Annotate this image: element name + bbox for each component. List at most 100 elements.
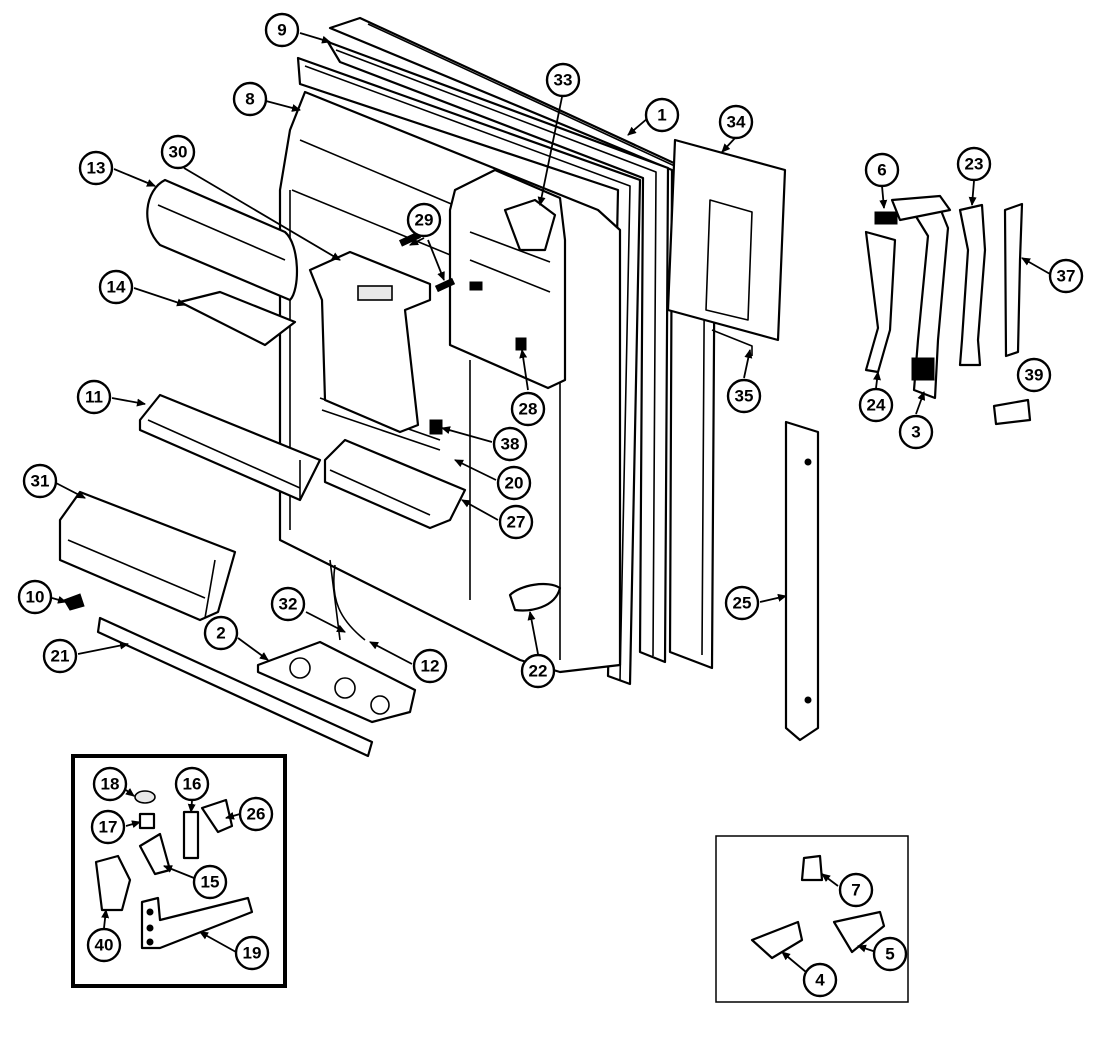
bar-19 xyxy=(140,896,254,950)
callout-37: 37 xyxy=(1048,258,1084,294)
svg-text:23: 23 xyxy=(965,155,984,174)
callout-12: 12 xyxy=(412,648,448,684)
svg-text:3: 3 xyxy=(911,423,920,442)
svg-text:22: 22 xyxy=(529,662,548,681)
svg-text:21: 21 xyxy=(51,647,70,666)
callout-6: 6 xyxy=(864,152,900,188)
svg-text:7: 7 xyxy=(851,881,860,900)
bracket-16 xyxy=(182,810,200,860)
callout-34: 34 xyxy=(718,104,754,140)
callout-13: 13 xyxy=(78,150,114,186)
trim-37 xyxy=(1003,202,1024,358)
svg-text:32: 32 xyxy=(279,595,298,614)
svg-text:33: 33 xyxy=(554,71,573,90)
wire-harness-32 xyxy=(333,564,366,641)
svg-text:15: 15 xyxy=(201,873,220,892)
callout-11: 11 xyxy=(76,379,112,415)
callout-35: 35 xyxy=(726,378,762,414)
svg-text:27: 27 xyxy=(507,513,526,532)
callout-25: 25 xyxy=(724,585,760,621)
callout-8: 8 xyxy=(232,81,268,117)
svg-text:19: 19 xyxy=(243,944,262,963)
clip-28 xyxy=(515,337,527,351)
cover-4 xyxy=(750,920,804,960)
door-gasket-9 xyxy=(326,40,670,664)
callout-31: 31 xyxy=(22,463,58,499)
inset-box-left xyxy=(71,754,287,988)
svg-text:26: 26 xyxy=(247,805,266,824)
hinge-3 xyxy=(910,206,950,400)
panel-35 xyxy=(711,329,753,356)
svg-text:16: 16 xyxy=(183,775,202,794)
dispenser-cover-30 xyxy=(308,250,432,434)
svg-text:14: 14 xyxy=(107,278,126,297)
label-39 xyxy=(992,398,1032,426)
svg-text:11: 11 xyxy=(85,388,103,407)
svg-text:28: 28 xyxy=(519,400,538,419)
callout-29: 29 xyxy=(406,202,442,238)
callout-40: 40 xyxy=(86,927,122,963)
callout-19: 19 xyxy=(234,935,270,971)
handle-25 xyxy=(784,420,820,742)
strip-23 xyxy=(958,203,987,367)
svg-text:24: 24 xyxy=(867,396,886,415)
callout-2: 2 xyxy=(203,615,239,651)
callout-3: 3 xyxy=(898,414,934,450)
svg-text:37: 37 xyxy=(1057,267,1076,286)
svg-text:8: 8 xyxy=(245,90,254,109)
svg-text:30: 30 xyxy=(169,143,188,162)
insert-18 xyxy=(134,790,156,804)
bin-20-27 xyxy=(323,438,467,530)
callout-32: 32 xyxy=(270,586,306,622)
svg-text:10: 10 xyxy=(26,588,45,607)
bracket-15 xyxy=(138,832,172,876)
svg-text:6: 6 xyxy=(877,161,886,180)
dairy-door-13 xyxy=(146,178,299,302)
callout-4: 4 xyxy=(802,962,838,998)
svg-text:38: 38 xyxy=(501,435,520,454)
callout-5: 5 xyxy=(872,936,908,972)
hinge-cover-6 xyxy=(874,194,952,225)
callout-1: 1 xyxy=(644,97,680,133)
callout-22: 22 xyxy=(520,653,556,689)
hinge-24 xyxy=(864,230,897,374)
callout-14: 14 xyxy=(98,269,134,305)
chute-part-33 xyxy=(503,198,557,252)
callout-10: 10 xyxy=(17,579,53,615)
callout-24: 24 xyxy=(858,387,894,423)
svg-text:40: 40 xyxy=(95,936,114,955)
bin-31 xyxy=(58,490,237,622)
svg-text:12: 12 xyxy=(421,657,440,676)
callout-18: 18 xyxy=(92,766,128,802)
callout-21: 21 xyxy=(42,638,78,674)
svg-text:18: 18 xyxy=(101,775,120,794)
svg-text:34: 34 xyxy=(727,113,746,132)
leader-lines xyxy=(51,32,1051,973)
callout-16: 16 xyxy=(174,766,210,802)
clip-38 xyxy=(429,419,443,435)
callout-38: 38 xyxy=(492,426,528,462)
callout-17: 17 xyxy=(90,809,126,845)
svg-text:25: 25 xyxy=(733,594,752,613)
callout-30: 30 xyxy=(160,134,196,170)
svg-text:35: 35 xyxy=(735,387,754,406)
inset-box-right xyxy=(715,835,909,1003)
mount-40 xyxy=(94,854,132,912)
callout-39: 39 xyxy=(1016,357,1052,393)
callout-28: 28 xyxy=(510,391,546,427)
svg-text:9: 9 xyxy=(277,21,286,40)
bracket-26 xyxy=(200,798,234,834)
callout-7: 7 xyxy=(838,872,874,908)
callout-20: 20 xyxy=(496,465,532,501)
svg-text:4: 4 xyxy=(815,971,825,990)
trim-21 xyxy=(96,616,374,758)
shelf-14 xyxy=(178,290,297,347)
svg-text:20: 20 xyxy=(505,474,524,493)
bin-11 xyxy=(138,393,322,502)
svg-text:1: 1 xyxy=(657,106,666,125)
callout-15: 15 xyxy=(192,864,228,900)
svg-text:13: 13 xyxy=(87,159,106,178)
svg-text:29: 29 xyxy=(415,211,434,230)
insert-17 xyxy=(138,812,156,830)
